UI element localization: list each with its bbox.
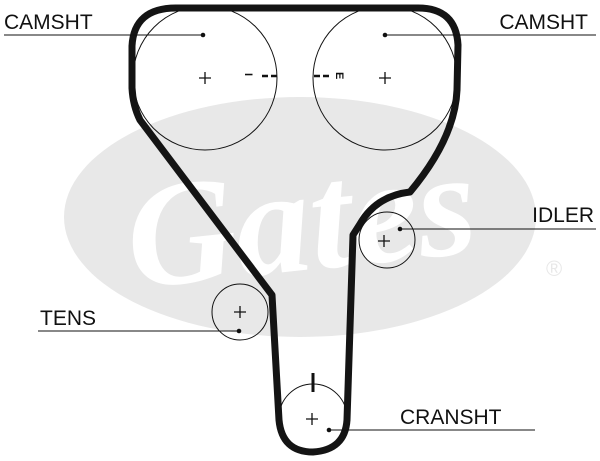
camshaft-left-center-icon [199, 72, 211, 84]
idler-label: IDLER [532, 204, 594, 227]
tensioner-pulley [211, 283, 269, 341]
camshaft-left-label: CAMSHT [4, 11, 93, 34]
camshaft-right-center-icon [379, 72, 391, 84]
center-crosses [199, 72, 391, 425]
watermark-registered-mark: ® [546, 256, 562, 281]
left-timing-mark: I [242, 73, 254, 76]
crankshaft-center-icon [306, 413, 318, 425]
camshaft-right-label: CAMSHT [499, 11, 588, 34]
labels: CAMSHT CAMSHT IDLER TENS CRANSHT [4, 11, 594, 429]
watermark-brand-text: Gates [118, 119, 483, 321]
idler-pulley [358, 211, 416, 269]
crankshaft-label: CRANSHT [400, 406, 502, 429]
right-timing-mark: E [333, 72, 345, 79]
timing-marks: I E [242, 72, 345, 392]
tensioner-center-icon [234, 306, 246, 318]
leader-lines [4, 34, 596, 431]
watermark-ellipse [64, 97, 536, 337]
tensioner-label: TENS [40, 307, 96, 330]
idler-center-icon [378, 235, 390, 247]
brand-watermark: Gates ® [64, 97, 562, 337]
